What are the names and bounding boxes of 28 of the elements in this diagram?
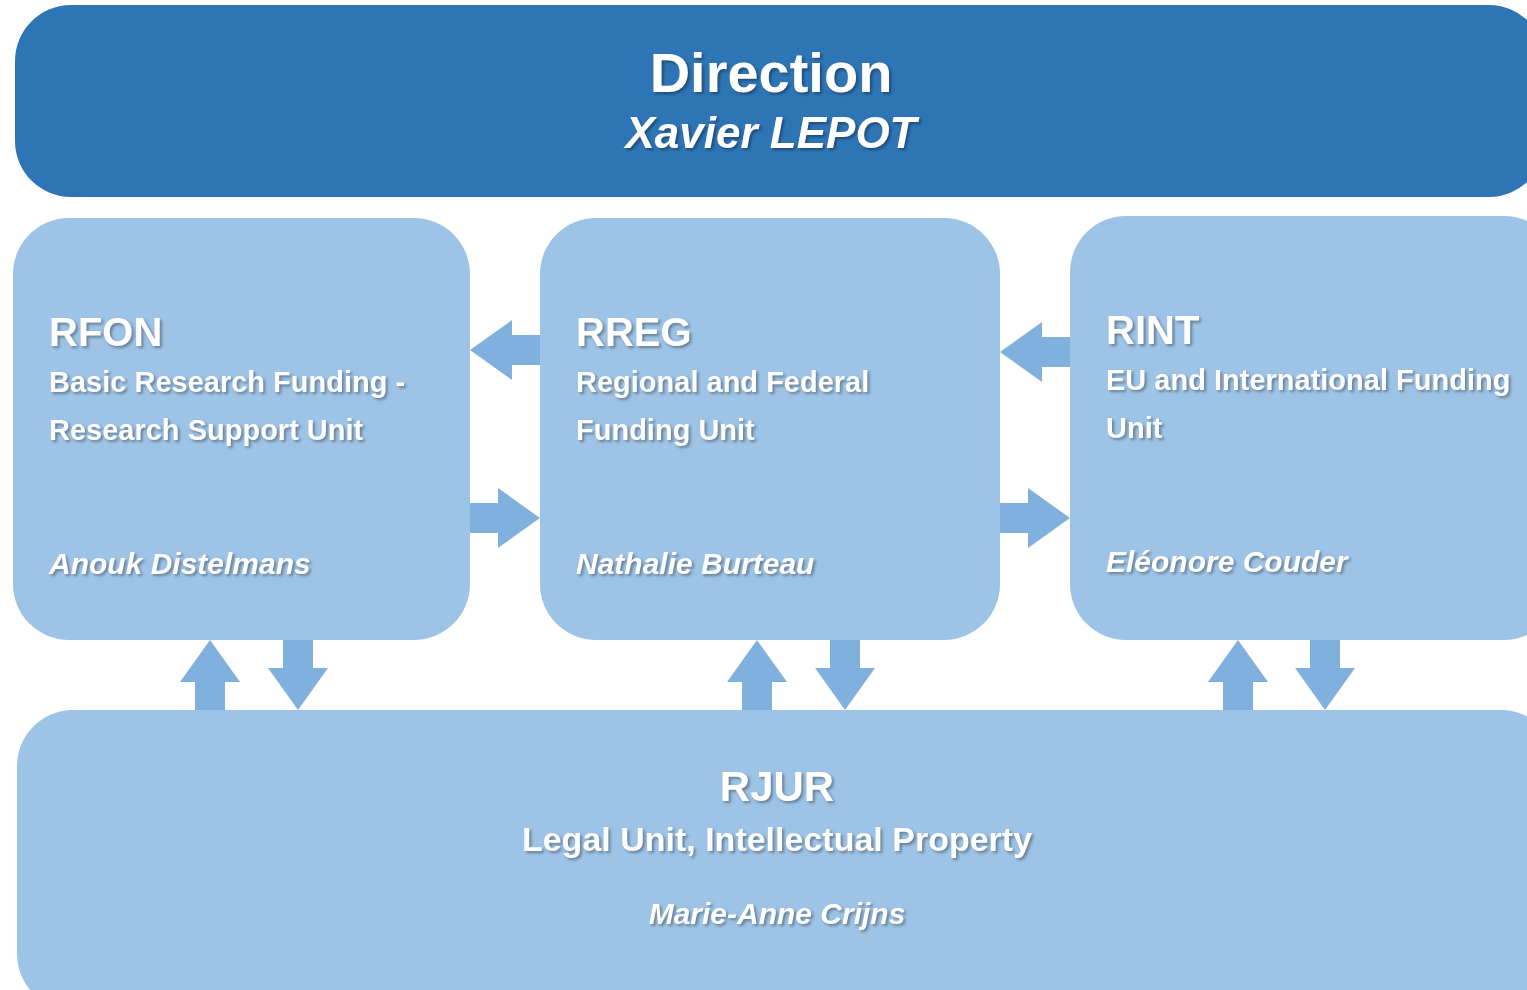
block-arrow	[470, 488, 540, 548]
unit-box	[13, 218, 470, 640]
unit-code: RJUR	[719, 762, 835, 812]
unit-box	[1070, 216, 1527, 640]
block-arrow	[268, 640, 328, 710]
person-name: Anouk Distelmans	[49, 546, 312, 582]
unit-name: EU and International Funding Unit	[1106, 363, 1512, 446]
unit-name: Regional and Federal Funding Unit	[576, 365, 871, 448]
unit-box	[17, 710, 1527, 990]
block-arrow	[1000, 322, 1070, 382]
unit-name: Basic Research Funding - Research Support Unit	[49, 365, 407, 448]
person-name: Eléonore Couder	[1106, 544, 1350, 580]
heading: Direction	[649, 41, 893, 105]
unit-box	[540, 218, 1000, 640]
block-arrow	[1000, 488, 1070, 548]
block-arrow	[1295, 640, 1355, 710]
block-arrow	[1208, 640, 1268, 710]
block-arrow	[727, 640, 787, 710]
unit-code: RINT	[1106, 307, 1201, 354]
block-arrow	[180, 640, 240, 710]
unit-code: RFON	[49, 309, 164, 356]
person-name: Marie-Anne Crijns	[648, 896, 906, 932]
unit-name: Legal Unit, Intellectual Property	[521, 819, 1033, 860]
block-arrow	[470, 320, 540, 380]
header-box	[15, 5, 1527, 197]
block-arrow	[815, 640, 875, 710]
unit-code: RREG	[576, 309, 693, 356]
person-name: Nathalie Burteau	[576, 546, 816, 582]
